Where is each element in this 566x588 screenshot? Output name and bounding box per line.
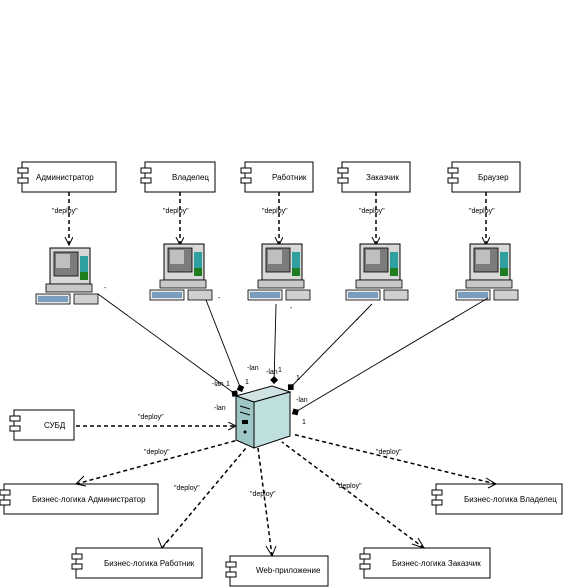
component-owner[interactable]: Владелец (140, 161, 216, 193)
mult-server-admin: 1 (226, 381, 230, 388)
component-dbms[interactable]: СУБД (9, 409, 75, 441)
deploy-label-browser: "deploy" (469, 208, 495, 215)
deploy-label-bl-admin: "deploy" (144, 449, 170, 456)
server-icon[interactable] (234, 385, 292, 449)
computer-icon-client[interactable] (345, 243, 409, 301)
deploy-label-bl-client: "deploy" (336, 483, 362, 490)
component-browser[interactable]: Браузер (447, 161, 521, 193)
deploy-line-bl-admin (75, 439, 239, 485)
arrowhead-bl-client (411, 537, 426, 549)
component-client[interactable]: Заказчик (337, 161, 411, 193)
arrowhead-bl-owner (485, 477, 498, 489)
bottom-deploy-arrowheads (74, 475, 498, 558)
mult-server-worker: 1 (278, 367, 282, 374)
role-owner: -lan (247, 365, 259, 372)
lan-line-browser (291, 297, 489, 416)
component-bl-worker[interactable]: Бизнес-логика Работник (71, 547, 203, 579)
component-worker[interactable]: Работник (240, 161, 314, 193)
computer-icon-admin[interactable] (35, 247, 99, 305)
computer-icon-worker[interactable] (247, 243, 311, 301)
deploy-label-bl-worker: "deploy" (174, 485, 200, 492)
deploy-line-bl-owner (291, 433, 497, 485)
lan-line-admin (97, 293, 239, 397)
mult-server-client: 1 (296, 375, 300, 382)
bottom-deploy-dependencies (75, 433, 497, 557)
component-bl-owner[interactable]: Бизнес-логика Владелец (431, 483, 563, 515)
component-web-app[interactable]: Web-приложение (225, 555, 329, 587)
component-bl-worker-label: Бизнес-логика Работник (104, 559, 195, 568)
lan-associations (97, 293, 489, 416)
component-client-label: Заказчик (366, 173, 399, 182)
component-worker-label: Работник (272, 173, 307, 182)
arrowhead-web-app (265, 545, 277, 558)
mult-client-owner: - (218, 295, 221, 302)
mult-server-owner: 1 (245, 379, 249, 386)
role-browser: -lan (296, 397, 308, 404)
component-bl-client[interactable]: Бизнес-логика Заказчик (359, 547, 491, 579)
role-admin: -lan (212, 381, 224, 388)
lan-line-worker (270, 303, 279, 385)
arrowhead-bl-worker (157, 537, 169, 550)
component-bl-client-label: Бизнес-логика Заказчик (392, 559, 481, 568)
deploy-label-client: "deploy" (359, 208, 385, 215)
computer-icon-owner[interactable] (149, 243, 213, 301)
lan-line-owner (205, 299, 245, 393)
deploy-line-bl-worker (161, 447, 247, 549)
component-owner-label: Владелец (172, 173, 209, 182)
deploy-label-web-app: "deploy" (250, 491, 276, 498)
mult-client-admin: - (104, 285, 107, 292)
component-dbms-label: СУБД (44, 421, 66, 430)
component-bl-owner-label: Бизнес-логика Владелец (464, 495, 557, 504)
role-dbms: -lan (214, 405, 226, 412)
deploy-label-admin: "deploy" (52, 208, 78, 215)
mult-server-browser: 1 (302, 419, 306, 426)
mult-client-worker: - (290, 305, 293, 312)
top-deploy-dependencies (69, 192, 486, 245)
mult-client-client: - (356, 317, 359, 324)
arrowhead-bl-admin (74, 475, 87, 487)
deploy-label-dbms: "deploy" (138, 414, 164, 421)
deploy-label-bl-owner: "deploy" (376, 449, 402, 456)
role-worker: -lan (266, 369, 278, 376)
component-admin[interactable]: Администратор (17, 161, 117, 193)
component-browser-label: Браузер (478, 173, 509, 182)
computer-icon-browser[interactable] (455, 243, 519, 301)
deploy-label-owner: "deploy" (163, 208, 189, 215)
component-bl-admin[interactable]: Бизнес-логика Администратор (0, 483, 159, 515)
mult-client-browser: - (452, 317, 455, 324)
component-admin-label: Администратор (36, 173, 94, 182)
deploy-label-worker: "deploy" (262, 208, 288, 215)
lan-line-client (287, 303, 373, 391)
component-web-app-label: Web-приложение (256, 566, 321, 575)
deploy-line-web-app (257, 447, 273, 557)
component-bl-admin-label: Бизнес-логика Администратор (32, 495, 146, 504)
deploy-line-bl-client (281, 441, 425, 549)
